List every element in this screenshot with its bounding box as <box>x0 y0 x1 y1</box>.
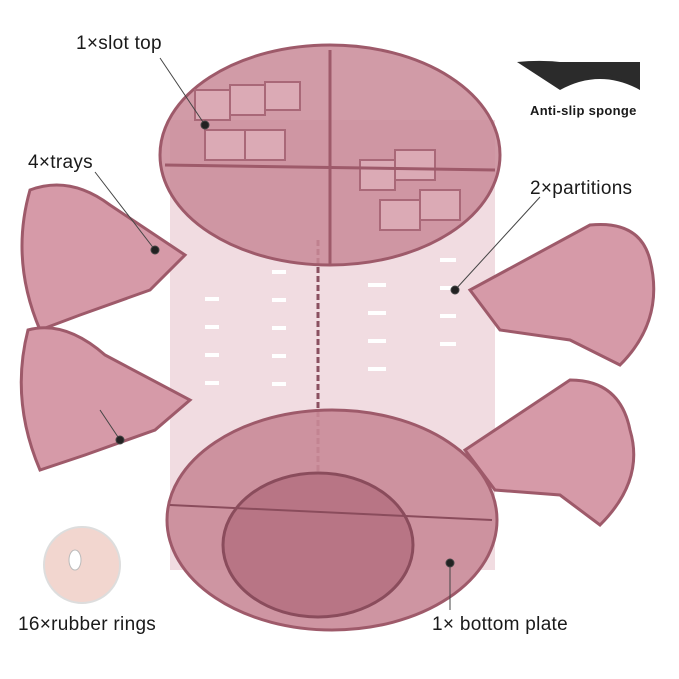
tray-left-bottom <box>19 326 193 472</box>
label-trays: 4×trays <box>28 152 93 173</box>
label-slot-top: 1×slot top <box>76 33 162 54</box>
cylinder-slots <box>205 258 456 386</box>
tray-right-top <box>467 222 656 367</box>
label-partitions: 2×partitions <box>530 178 633 199</box>
label-rubber-rings: 16×rubber rings <box>18 614 157 635</box>
leader-lines <box>94 57 541 610</box>
rubber-ring-inset <box>43 526 121 604</box>
label-bottom-plate: 1× bottom plate <box>432 614 569 635</box>
slot-top-compartments <box>194 81 461 231</box>
tray-right-bottom <box>462 378 636 527</box>
tray-left-top <box>20 183 188 332</box>
label-anti-slip-sponge: Anti-slip sponge <box>530 103 637 118</box>
turntable <box>221 471 415 619</box>
